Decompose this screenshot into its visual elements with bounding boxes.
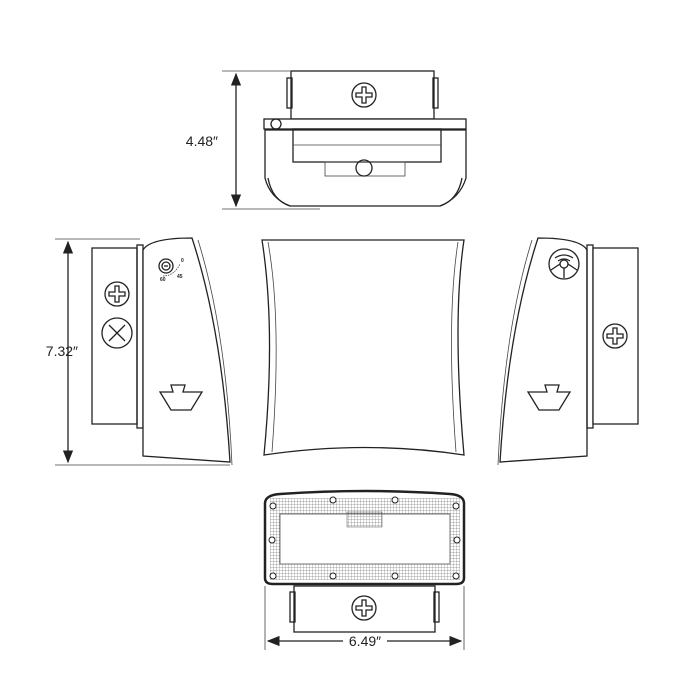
lens-screws — [268, 496, 461, 580]
keyhole-mount-icon — [158, 384, 204, 411]
housing-side — [142, 237, 231, 463]
tilt-label-60: 60 — [160, 277, 166, 283]
bottom-view: 6.49″ — [263, 489, 466, 650]
top-view: 4.48″ — [186, 70, 467, 210]
phillips-screw-icon — [351, 595, 377, 621]
dimension-height-side: 7.32″ — [46, 343, 78, 359]
dimension-height-top: 4.48″ — [186, 133, 218, 149]
x-knockout-icon — [101, 317, 133, 349]
housing-top — [264, 129, 467, 207]
housing-side-right — [499, 237, 588, 463]
phillips-screw-icon — [104, 281, 130, 307]
phillips-screw-icon — [602, 323, 628, 349]
dimension-width-bottom: 6.49″ — [349, 633, 381, 649]
phillips-screw-icon — [351, 82, 377, 108]
left-side-view: 7.32″ 0 45 60 — [46, 237, 233, 466]
right-side-view — [497, 237, 639, 466]
housing-front — [261, 239, 465, 456]
photocell-knob-icon — [548, 248, 580, 280]
front-view — [261, 239, 465, 456]
tilt-label-45: 45 — [177, 274, 183, 280]
keyhole-mount-icon — [526, 384, 572, 411]
tilt-dial-icon: 0 45 60 — [158, 258, 184, 283]
tilt-label-0: 0 — [181, 258, 184, 264]
